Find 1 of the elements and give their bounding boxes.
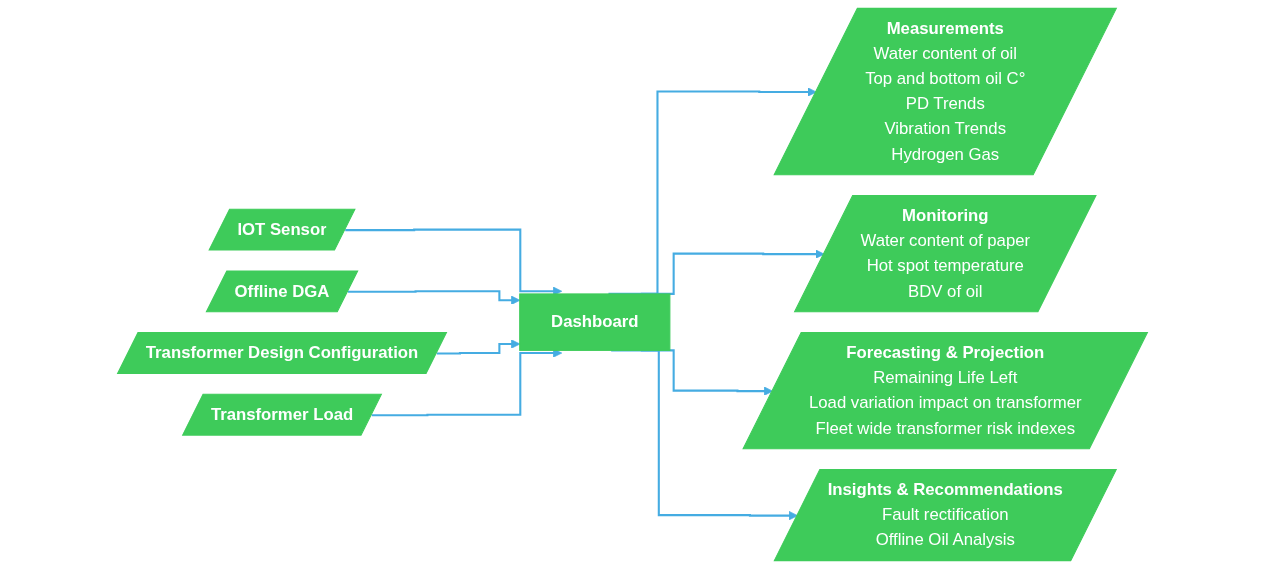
- node-box: Dashboard: [519, 293, 671, 351]
